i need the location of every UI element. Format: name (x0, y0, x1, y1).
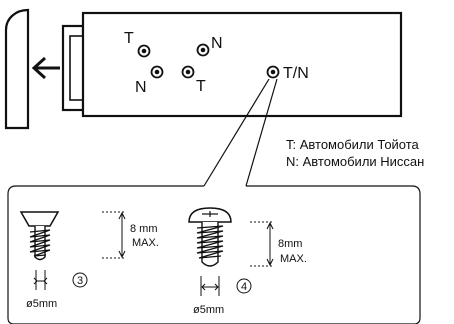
mount-hole (150, 65, 164, 79)
countersunk-screw (19, 211, 60, 261)
screw3-max-label: MAX. (132, 237, 159, 249)
unit-flange (69, 35, 84, 101)
screw4-number: 4 (241, 281, 247, 293)
screw4-diameter-label: ø5mm (193, 304, 224, 316)
mount-hole (196, 43, 210, 57)
mount-hole-label: N (135, 79, 147, 96)
part-number-circle (72, 272, 88, 288)
mount-hole-label: T (124, 30, 134, 47)
legend-toyota: T: Автомобили Тойота (286, 137, 420, 152)
front-panel (4, 8, 30, 130)
detail-callout-frame (7, 185, 421, 324)
screw4-length-label: 8mm (278, 238, 302, 250)
detail-callout-line (203, 78, 270, 187)
screw3-diameter-label: ø5mm (26, 298, 57, 310)
pan-head-screw (188, 207, 232, 267)
mount-hole (137, 44, 151, 58)
screw4-max-label: MAX. (280, 253, 307, 265)
arrow-left-icon (31, 56, 60, 80)
legend-nissan: N: Автомобили Ниссан (286, 154, 424, 169)
screw3-length-label: 8 mm (130, 223, 158, 235)
mount-hole-label: T (196, 78, 206, 95)
detail-callout-line (245, 78, 278, 187)
unit-body (81, 11, 403, 118)
part-number-circle (236, 278, 252, 294)
mount-hole-label: T/N (283, 65, 309, 82)
mount-hole-label: N (211, 35, 223, 52)
mount-hole (181, 65, 195, 79)
screw3-number: 3 (77, 275, 83, 287)
mount-hole (266, 65, 280, 79)
